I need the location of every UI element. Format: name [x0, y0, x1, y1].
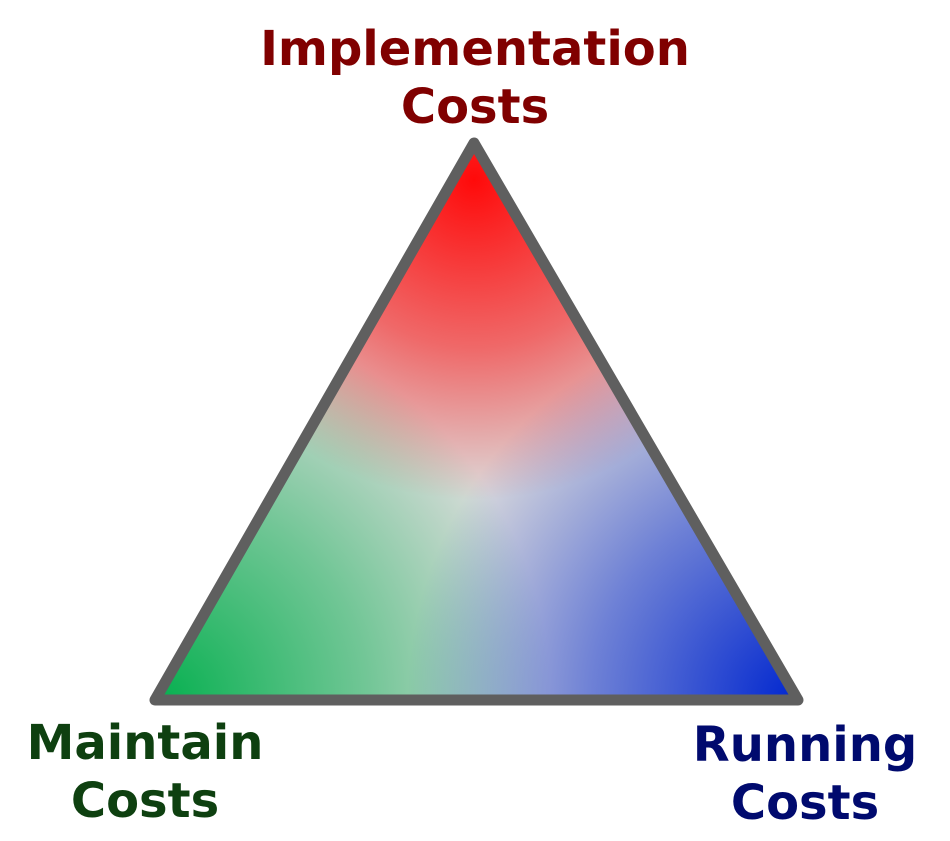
maintain-costs-line2: Costs [70, 773, 220, 829]
implementation-costs-line2: Costs [400, 79, 550, 135]
running-costs-label: Running Costs [660, 716, 950, 832]
maintain-costs-line1: Maintain [26, 715, 264, 771]
implementation-costs-label: Implementation Costs [225, 20, 725, 136]
running-costs-line1: Running [692, 717, 918, 773]
triangle-outline [149, 137, 804, 706]
maintain-costs-label: Maintain Costs [0, 714, 290, 830]
implementation-costs-line1: Implementation [260, 21, 690, 77]
triangle-right-gradient [155, 143, 798, 700]
running-costs-line2: Costs [730, 775, 880, 831]
